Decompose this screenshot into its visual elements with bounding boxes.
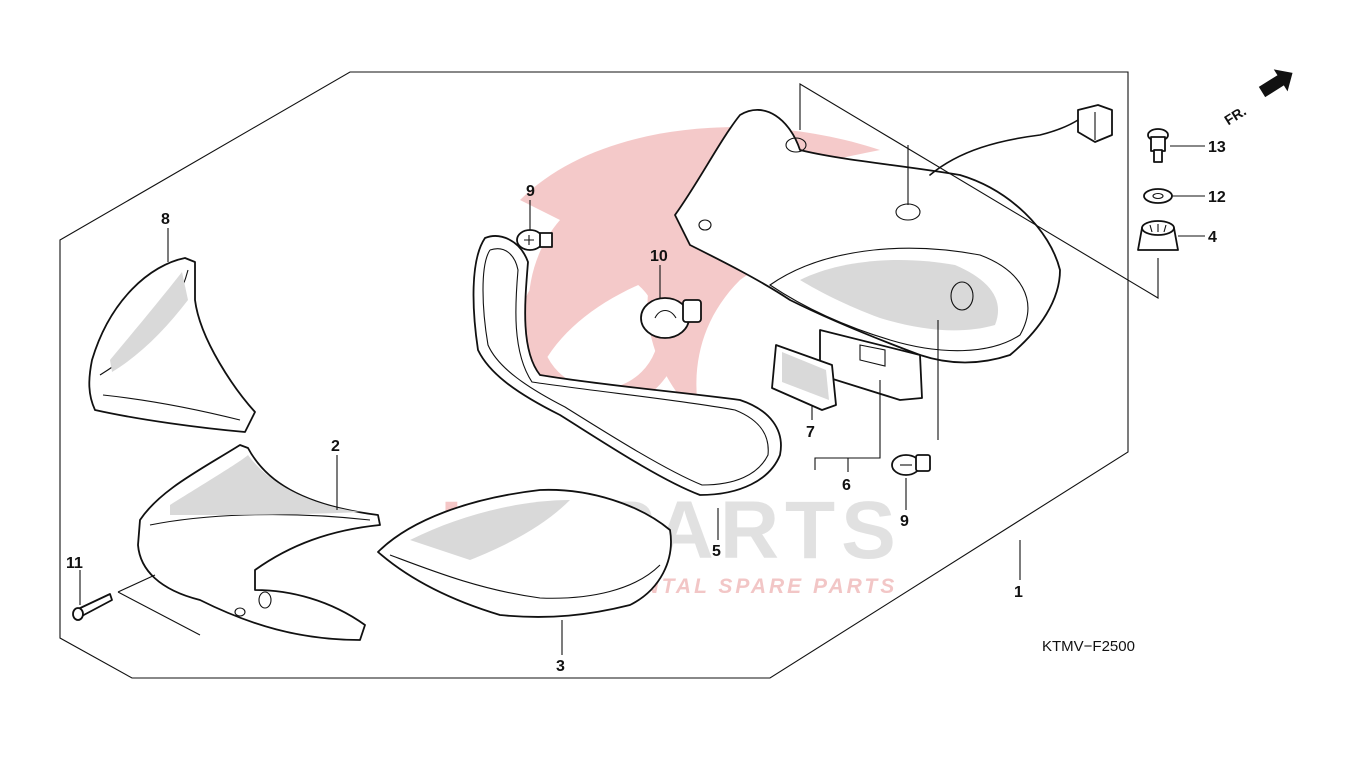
callout-9-lower: 9 [900,513,909,530]
callout-2: 2 [331,438,340,455]
callout-6: 6 [842,477,851,494]
part-12-washer [1143,188,1173,204]
part-10-bulb [640,297,702,339]
callout-12: 12 [1208,189,1226,206]
part-13-bolt [1147,128,1169,163]
part-9-bulb-upper [516,229,553,251]
part-8-lens [88,257,256,433]
part-4-nut [1137,220,1179,251]
part-3-lens [377,488,672,618]
callout-1: 1 [1014,584,1023,601]
callout-4: 4 [1208,229,1217,246]
callout-3: 3 [556,658,565,675]
callout-13: 13 [1208,139,1226,156]
part-1-housing [674,104,1113,401]
part-9-bulb-lower [891,454,931,476]
callout-10: 10 [650,248,668,265]
assembly-frame [59,71,1129,679]
callout-9-upper: 9 [526,183,535,200]
part-11-screw [72,574,201,636]
leader-lines [79,83,1205,655]
part-7-reflector [771,344,837,411]
callout-11: 11 [66,555,83,572]
callout-8: 8 [161,211,170,228]
diagram-code: KTMV−F2500 [1042,638,1135,655]
forward-arrow-icon [1258,69,1293,98]
part-5-gasket [472,235,782,496]
callouts: 8 2 9 10 5 3 11 7 6 9 1 13 12 4 [66,139,1226,675]
direction-label: FR. [1221,103,1249,129]
part-2-lens [137,444,381,641]
callout-7: 7 [806,424,815,441]
callout-5: 5 [712,543,721,560]
